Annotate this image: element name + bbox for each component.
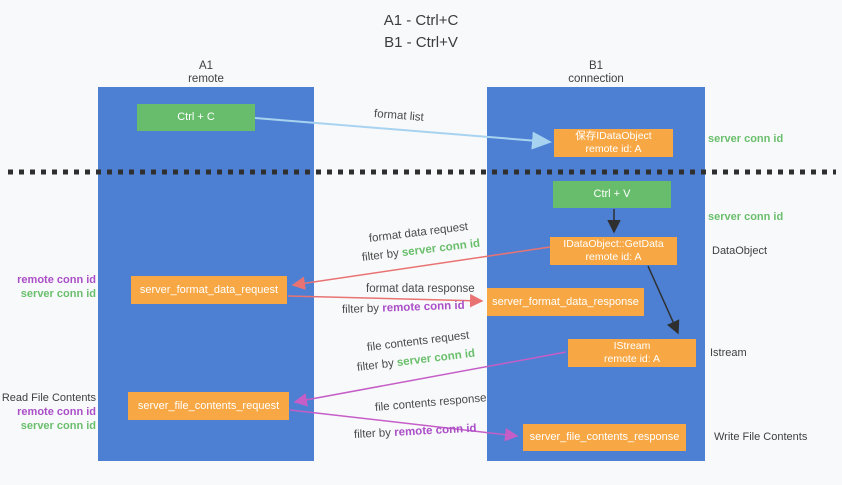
node-server-file-contents-request: server_file_contents_request bbox=[128, 392, 289, 420]
read-file-contents-group: Read File Contents remote conn id server… bbox=[0, 391, 96, 433]
istream-label: Istream bbox=[710, 347, 747, 359]
node-server-format-data-response-label: server_format_data_response bbox=[492, 295, 639, 308]
server-conn-id-text: server conn id bbox=[401, 237, 481, 260]
write-file-contents-label: Write File Contents bbox=[714, 431, 808, 443]
lane-a-subtitle: remote bbox=[188, 73, 224, 85]
filter-by-text: filter by bbox=[356, 357, 398, 374]
remote-conn-id-label: remote conn id bbox=[17, 274, 96, 286]
node-idataobject-getdata-line1: IDataObject::GetData bbox=[563, 238, 664, 250]
node-ctrl-c-label: Ctrl + C bbox=[177, 111, 215, 123]
server-conn-id-text: server conn id bbox=[396, 347, 476, 370]
filter-by-text: filter by bbox=[361, 247, 403, 264]
node-server-file-contents-request-label: server_file_contents_request bbox=[137, 399, 280, 412]
filter-by-text: filter by bbox=[353, 426, 395, 441]
node-ctrl-v: Ctrl + V bbox=[553, 181, 671, 208]
lane-b-name: B1 bbox=[588, 60, 604, 72]
remote-conn-id-text: remote conn id bbox=[393, 422, 477, 439]
server-conn-id-label-top: server conn id bbox=[708, 133, 784, 145]
remote-conn-id-text: remote conn id bbox=[382, 299, 465, 315]
node-ctrl-v-label: Ctrl + V bbox=[593, 188, 631, 200]
title-line-1: A1 - Ctrl+C bbox=[383, 12, 459, 29]
read-file-contents-label: Read File Contents bbox=[1, 392, 96, 404]
node-server-format-data-request: server_format_data_request bbox=[131, 276, 287, 304]
node-server-file-contents-response-label: server_file_contents_response bbox=[529, 431, 680, 443]
node-ctrl-c: Ctrl + C bbox=[137, 104, 255, 131]
server-conn-id-label-middle: server conn id bbox=[708, 211, 784, 223]
node-server-format-data-request-label: server_format_data_request bbox=[139, 283, 279, 296]
server-conn-id-label: server conn id bbox=[20, 420, 96, 432]
node-server-format-data-response: server_format_data_response bbox=[487, 288, 644, 316]
dataobject-label: DataObject bbox=[712, 245, 768, 257]
node-istream-line1: IStream bbox=[613, 340, 651, 352]
format-request-conn-ids: remote conn id server conn id bbox=[0, 273, 96, 301]
filter-by-text: filter by bbox=[341, 302, 383, 316]
remote-conn-id-label: remote conn id bbox=[17, 406, 96, 418]
server-conn-id-label: server conn id bbox=[20, 288, 96, 300]
lane-a-header: A1 remote bbox=[146, 60, 266, 86]
node-save-dataobject: 保存IDataObject remote id: A bbox=[554, 129, 673, 157]
node-save-dataobject-line2: remote id: A bbox=[585, 143, 642, 155]
diagram-title: A1 - Ctrl+C B1 - Ctrl+V bbox=[0, 10, 842, 54]
node-istream: IStream remote id: A bbox=[568, 339, 696, 367]
file-contents-response-label: file contents response bbox=[374, 392, 487, 414]
lane-b-subtitle: connection bbox=[568, 73, 624, 85]
node-save-dataobject-line1: 保存IDataObject bbox=[575, 130, 652, 142]
lane-a-name: A1 bbox=[198, 60, 214, 72]
file-contents-response-filter-label: filter by remote conn id bbox=[354, 423, 477, 441]
node-server-file-contents-response: server_file_contents_response bbox=[523, 424, 686, 451]
node-idataobject-getdata-line2: remote id: A bbox=[585, 251, 642, 263]
format-data-response-label: format data response bbox=[366, 283, 475, 295]
node-istream-line2: remote id: A bbox=[603, 353, 661, 365]
title-line-2: B1 - Ctrl+V bbox=[384, 34, 458, 51]
lane-b-header: B1 connection bbox=[536, 60, 656, 86]
node-idataobject-getdata: IDataObject::GetData remote id: A bbox=[550, 237, 677, 265]
format-list-label: format list bbox=[373, 108, 425, 124]
format-data-response-filter-label: filter by remote conn id bbox=[342, 300, 465, 316]
